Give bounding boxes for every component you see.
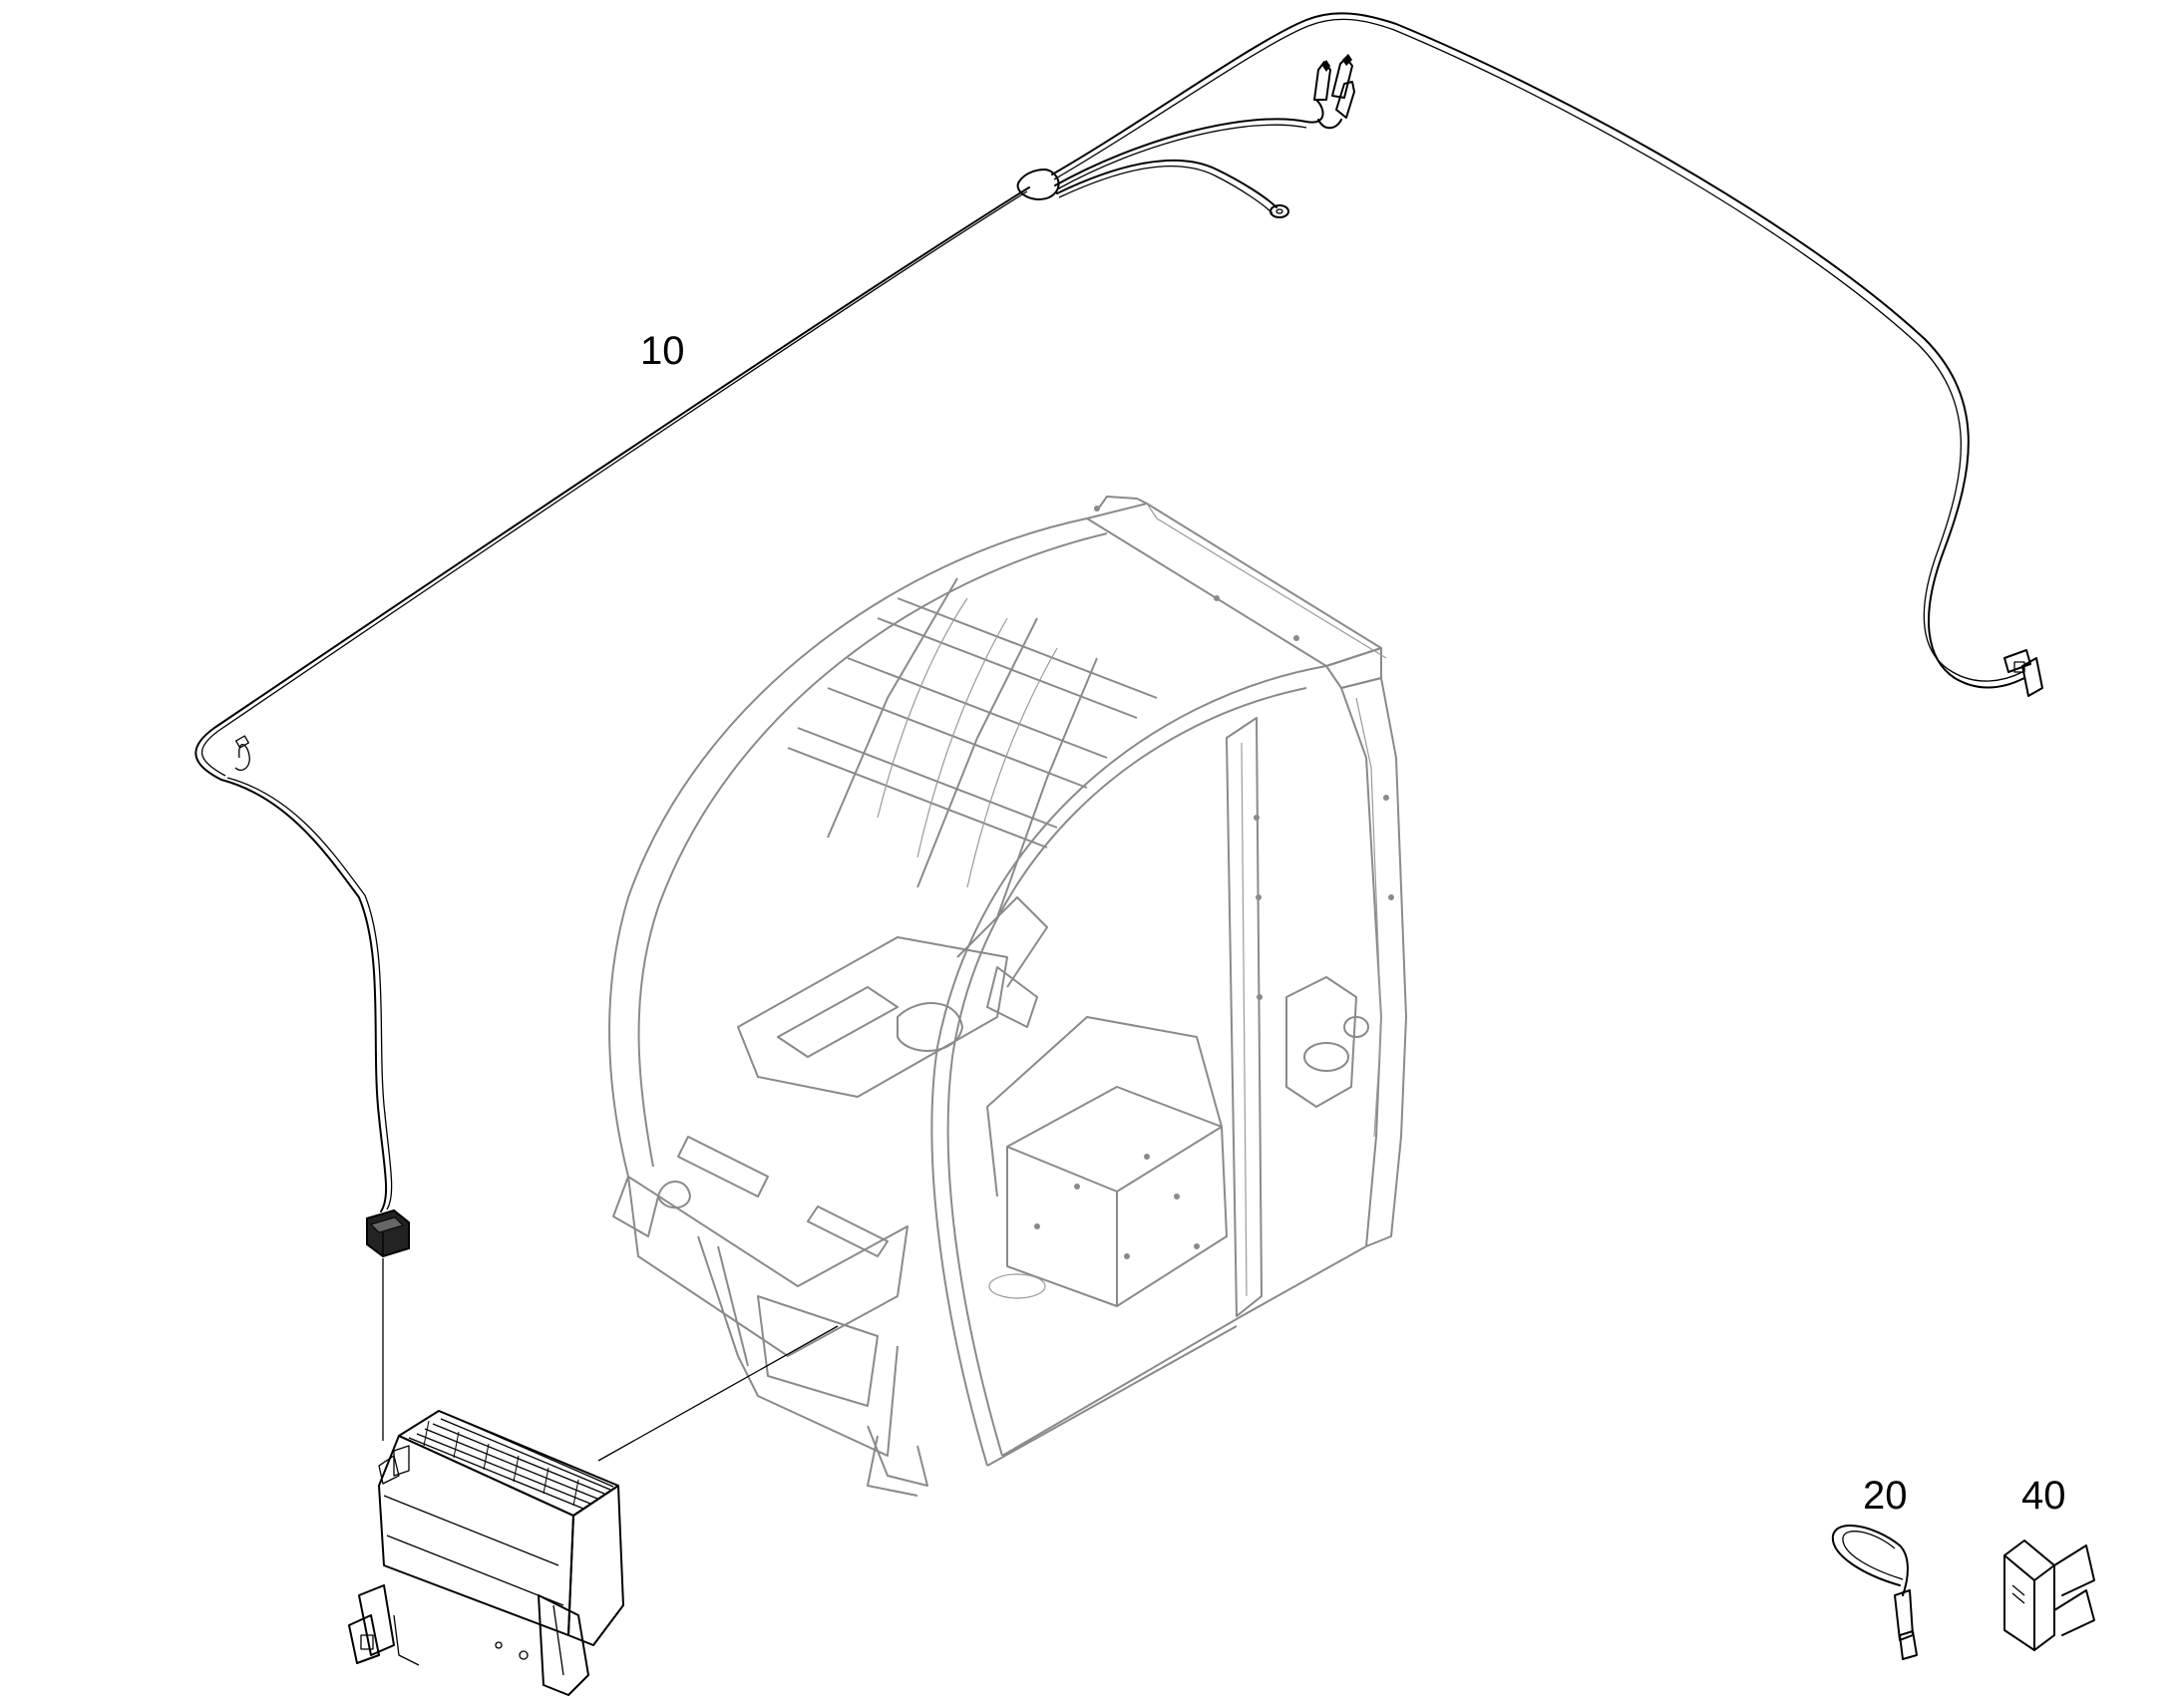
- ring-terminal: [1270, 204, 1289, 218]
- callout-cable-tie: 20: [1863, 1474, 1908, 1518]
- wiring-harness: [194, 12, 2043, 1441]
- callout-harness: 10: [640, 329, 685, 373]
- heater-unit: [348, 1410, 624, 1696]
- operator-cab: [597, 496, 1407, 1497]
- cable-tie: [1831, 1524, 1918, 1660]
- callout-fuse: 40: [2021, 1474, 2066, 1518]
- harness-connector-right: [2003, 649, 2043, 697]
- fuse: [2003, 1539, 2095, 1651]
- harness-connector-left: [366, 1208, 410, 1258]
- spade-connectors: [1313, 54, 1355, 130]
- harness-junction: [1016, 169, 1060, 200]
